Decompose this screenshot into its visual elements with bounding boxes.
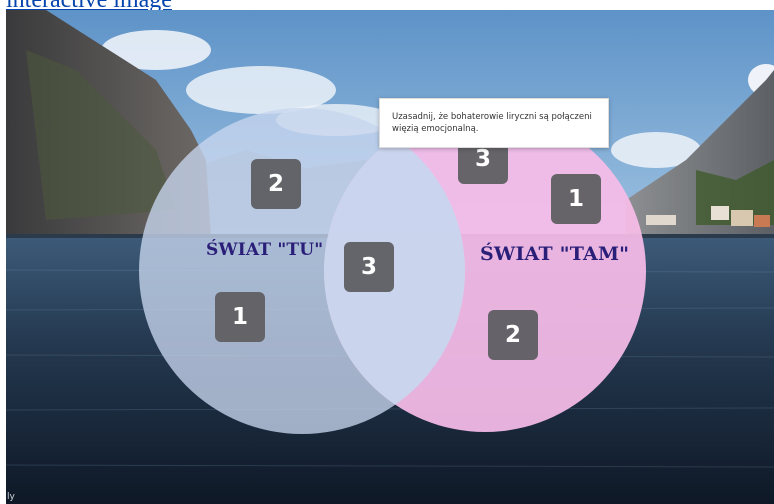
hotspot-right-1[interactable]: 1 [551,174,601,224]
hotspot-popup: Uzasadnij, że bohaterowie liryczni są po… [379,98,609,148]
popup-text: Uzasadnij, że bohaterowie liryczni są po… [392,112,592,134]
corner-mark: ly [7,492,15,502]
circle-title-right: ŚWIAT "TAM" [480,243,630,265]
hotspot-left-2[interactable]: 2 [251,159,301,209]
interactive-image[interactable]: ŚWIAT "TU" ŚWIAT "TAM" 2 1 3 3 1 2 Uzasa… [6,10,774,504]
hotspot-right-2[interactable]: 2 [488,310,538,360]
interactive-image-link[interactable]: interactive image [6,0,172,13]
hotspot-center-3[interactable]: 3 [344,242,394,292]
hotspot-left-1[interactable]: 1 [215,292,265,342]
circle-title-left: ŚWIAT "TU" [206,240,324,260]
